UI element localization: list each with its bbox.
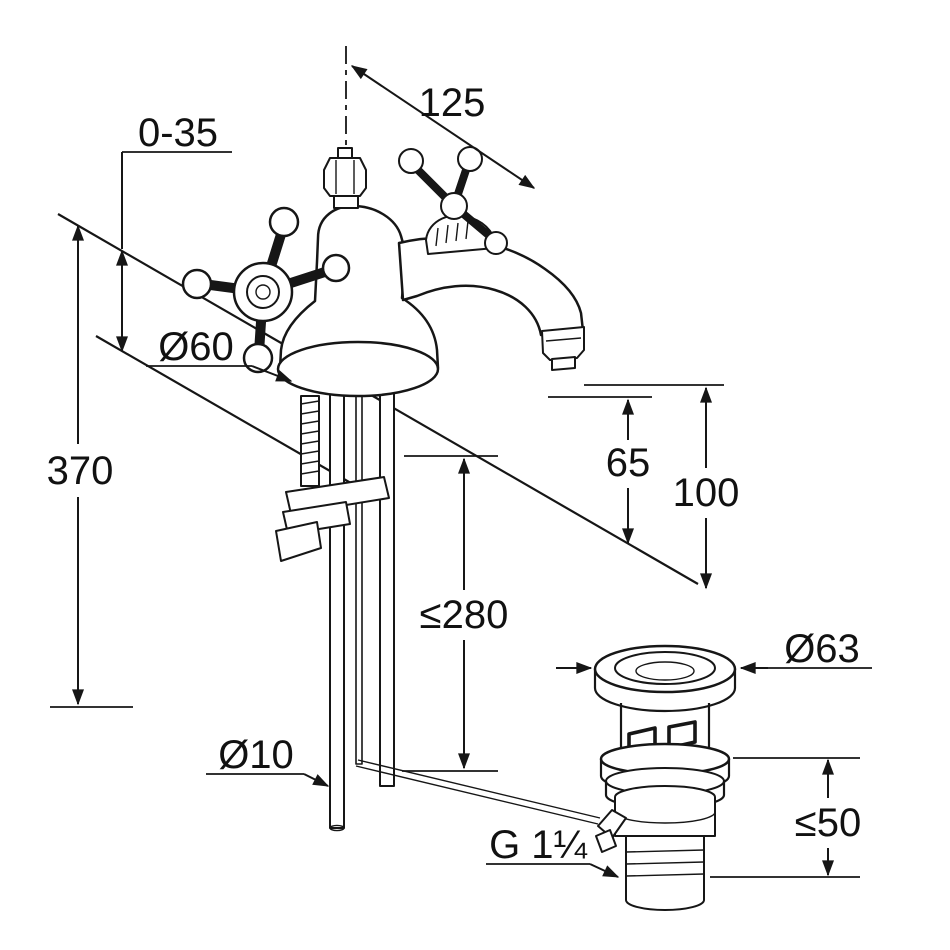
dimension-base-diameter: Ø60	[146, 325, 293, 382]
dimension-spout-reach: 125	[350, 65, 536, 189]
dim-base-diameter-label: Ø60	[158, 325, 234, 369]
dim-spout-reach-label: 125	[419, 81, 486, 125]
dim-overall-height-label: 370	[47, 449, 114, 493]
spout-outlet	[541, 326, 585, 361]
dim-pipe-diameter-label: Ø10	[218, 733, 294, 777]
dim-thread-size-label: G 1¼	[489, 823, 587, 867]
mounting-wedge	[275, 521, 322, 562]
dim-outlet-top-height-label: 100	[673, 471, 740, 515]
pop-up-linkage-rod	[355, 759, 601, 825]
aerator	[551, 356, 576, 371]
mounting-bracket	[285, 476, 390, 515]
thread-hatching	[300, 400, 320, 475]
dimension-mounting-range: 0-35	[116, 111, 232, 353]
dimension-waste-flange-diameter: Ø63	[556, 627, 872, 674]
dimension-waste-mounting-range: ≤50	[710, 757, 861, 878]
faucet-body	[276, 204, 585, 398]
waste-tailpiece	[625, 835, 705, 911]
dim-outlet-clearance-label: 65	[606, 441, 651, 485]
mounting-hardware	[275, 395, 390, 562]
dim-waste-flange-diameter-label: Ø63	[784, 627, 860, 671]
waste-slot	[667, 720, 697, 750]
dimension-connection-length: ≤280	[402, 455, 509, 772]
pop-up-pull-rod	[355, 395, 363, 765]
dimension-overall-height: 370	[47, 224, 133, 708]
dimension-outlet-top-height: 100	[584, 384, 740, 590]
faucet-base	[276, 340, 440, 398]
supply-pipes	[329, 391, 395, 832]
top-cap	[323, 147, 367, 209]
rear-cross-handle	[398, 146, 508, 255]
dimension-outlet-clearance: 65	[548, 396, 652, 545]
dim-connection-length-label: ≤280	[420, 593, 509, 637]
dim-waste-mounting-range-label: ≤50	[795, 801, 861, 845]
dimension-pipe-diameter: Ø10	[206, 733, 330, 787]
pop-up-waste-drawing	[593, 644, 737, 911]
front-cross-handle	[181, 206, 351, 374]
dim-mounting-range-label: 0-35	[138, 111, 218, 155]
dimension-thread-size: G 1¼	[486, 823, 620, 878]
